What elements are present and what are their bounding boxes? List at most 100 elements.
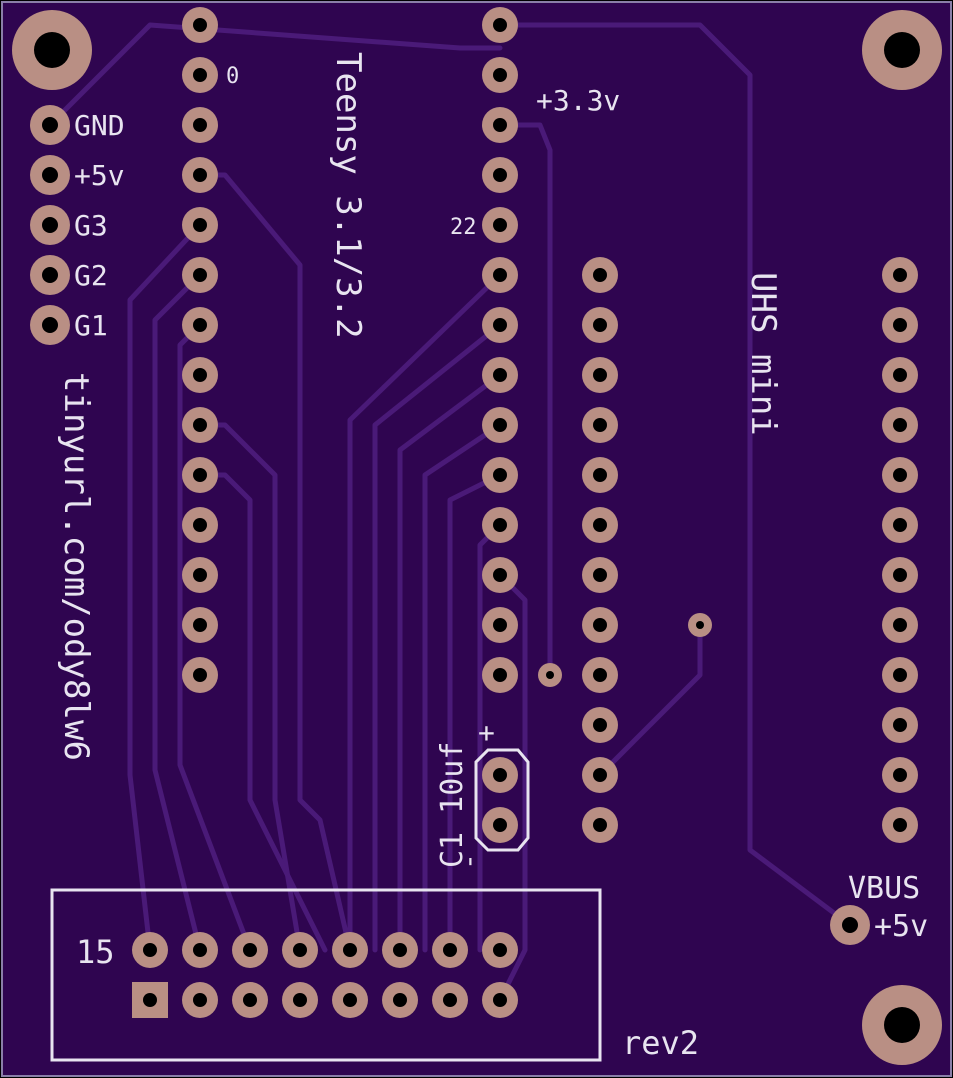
teensy-right-pad (482, 507, 518, 543)
uhs-right-pad (882, 307, 918, 343)
uhs-right-pad (882, 407, 918, 443)
header-side-pad (30, 105, 70, 145)
header-bottom-pad (132, 982, 168, 1018)
header-top-pad (382, 932, 418, 968)
teensy-left-pad (182, 307, 218, 343)
teensy-right-pad (482, 107, 518, 143)
teensy-left-pad (182, 657, 218, 693)
header-bottom-pad (282, 982, 318, 1018)
header-bottom-pad (382, 982, 418, 1018)
header-side-pad (30, 205, 70, 245)
header-top-pad (432, 932, 468, 968)
uhs-left-pad (582, 807, 618, 843)
teensy-right-pad (482, 157, 518, 193)
cap-label: C1 10uf (435, 742, 470, 868)
teensy-left-pad (182, 157, 218, 193)
header-bottom-pad (432, 982, 468, 1018)
uhs-right-pad (882, 707, 918, 743)
teensy-left-pad (182, 57, 218, 93)
rev-label: rev2 (622, 1024, 699, 1062)
teensy-right-pad (482, 457, 518, 493)
teensy-label: Teensy 3.1/3.2 (328, 52, 368, 339)
uhs-left-pad (582, 457, 618, 493)
capacitor-pad (482, 807, 518, 843)
uhs-left-pad (582, 357, 618, 393)
pin22-label: 22 (450, 215, 477, 240)
mounting-holes (12, 10, 942, 1065)
header-top-pad (332, 932, 368, 968)
header-num-label: 15 (76, 933, 115, 971)
pads-group (30, 7, 918, 1018)
uhs-right-pad (882, 257, 918, 293)
teensy-left-pad (182, 357, 218, 393)
uhs-left-pad (582, 707, 618, 743)
header-bottom-pad (182, 982, 218, 1018)
uhs-left-pad (582, 307, 618, 343)
uhs-left-pad (582, 557, 618, 593)
uhs-left-pad (582, 257, 618, 293)
pin0-label: 0 (226, 64, 239, 89)
url-label: tinyurl.com/ody8lw6 (56, 372, 96, 761)
teensy-left-pad (182, 557, 218, 593)
teensy-left-pad (182, 407, 218, 443)
teensy-right-pad (482, 207, 518, 243)
v5-left-label: +5v (74, 159, 125, 192)
header-side-pad (30, 155, 70, 195)
uhs-right-pad (882, 557, 918, 593)
teensy-right-pad (482, 57, 518, 93)
header-outline (50, 888, 602, 1062)
teensy-right-pad (482, 607, 518, 643)
teensy-left-pad (182, 457, 218, 493)
teensy-left-pad (182, 107, 218, 143)
uhs-left-pad (582, 607, 618, 643)
teensy-right-pad (482, 257, 518, 293)
v33-label: +3.3v (536, 84, 620, 117)
uhs-right-pad (882, 757, 918, 793)
uhs-right-pad (882, 357, 918, 393)
header-side-pad (30, 255, 70, 295)
teensy-left-pad (182, 257, 218, 293)
teensy-right-pad (482, 407, 518, 443)
g3-label: G3 (74, 209, 108, 242)
uhs-left-pad (582, 757, 618, 793)
header-top-pad (182, 932, 218, 968)
uhs-right-pad (882, 457, 918, 493)
teensy-left-pad (182, 207, 218, 243)
header-bottom-pad (232, 982, 268, 1018)
silkscreen-text: Teensy 3.1/3.2 UHS mini tinyurl.com/ody8… (56, 52, 928, 1062)
uhs-left-pad (582, 657, 618, 693)
header-top-pad (482, 932, 518, 968)
header-bottom-pad (482, 982, 518, 1018)
uhs-left-pad (582, 407, 618, 443)
uhs-right-pad (882, 607, 918, 643)
v5-right-label: +5v (874, 909, 928, 944)
capacitor-pad (482, 757, 518, 793)
teensy-right-pad (482, 557, 518, 593)
uhs-right-pad (882, 657, 918, 693)
teensy-right-pad (482, 357, 518, 393)
teensy-right-pad (482, 657, 518, 693)
uhs-right-pad (882, 507, 918, 543)
g2-label: G2 (74, 259, 108, 292)
header-top-pad (282, 932, 318, 968)
header-top-pad (132, 932, 168, 968)
via (688, 613, 712, 637)
via (538, 663, 562, 687)
teensy-left-pad (182, 7, 218, 43)
teensy-right-pad (482, 7, 518, 43)
header-top-pad (232, 932, 268, 968)
teensy-right-pad (482, 307, 518, 343)
header-side-pad (30, 305, 70, 345)
vbus-label: VBUS (848, 871, 920, 906)
cap-minus: - (452, 853, 485, 870)
capacitor-outline (474, 748, 530, 852)
uhs-right-pad (882, 807, 918, 843)
gnd-label: GND (74, 109, 125, 142)
teensy-left-pad (182, 607, 218, 643)
uhs-label: UHS mini (743, 272, 783, 436)
vbus-pad (830, 905, 870, 945)
header-bottom-pad (332, 982, 368, 1018)
cap-plus: + (478, 716, 495, 749)
